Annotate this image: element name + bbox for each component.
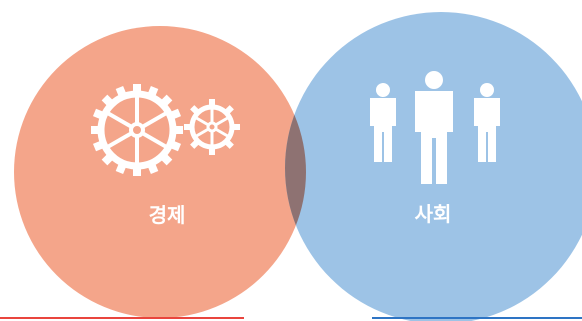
label-economy: 경제 <box>149 203 186 227</box>
circle-society <box>285 12 582 321</box>
person-icon <box>474 83 500 162</box>
left-underline <box>0 317 244 319</box>
person-icon <box>370 83 396 162</box>
label-society: 사회 <box>415 202 452 226</box>
person-icon <box>415 71 453 184</box>
circle-economy <box>14 26 306 318</box>
gears-icon <box>91 84 240 176</box>
right-underline <box>372 317 582 319</box>
people-icon <box>370 71 500 184</box>
